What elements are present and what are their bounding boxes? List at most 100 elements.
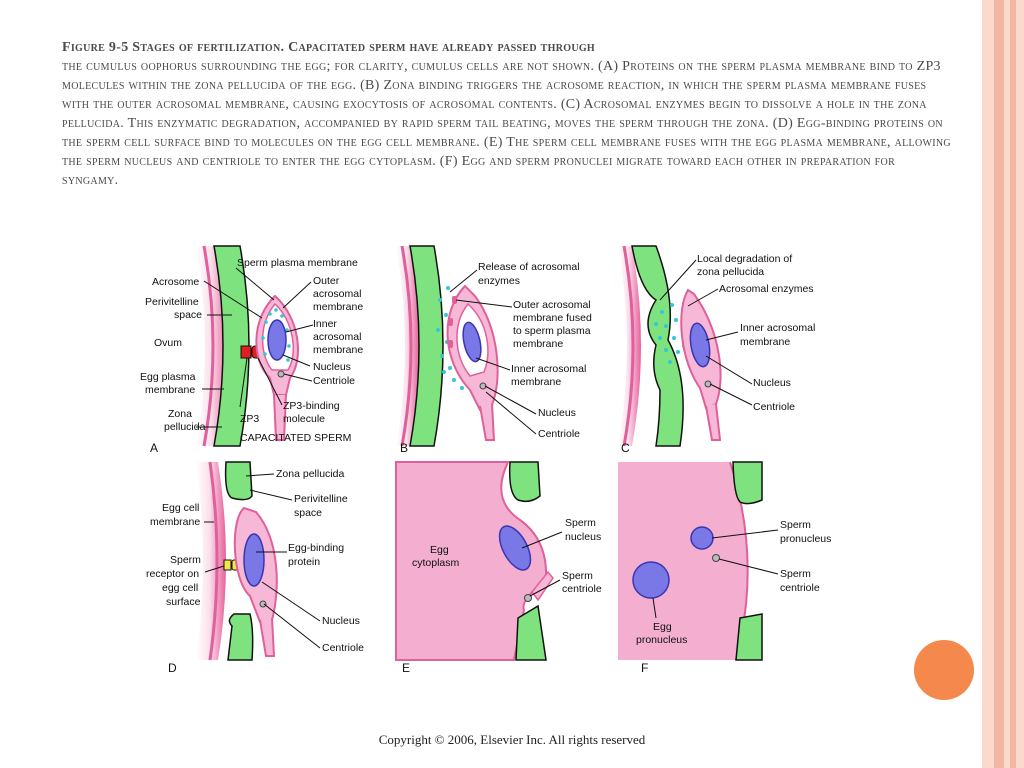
label-egg-cell-1: Egg cell <box>162 502 199 514</box>
label-enzymes: Acrosomal enzymes <box>719 283 814 295</box>
label-egg-binding-2: protein <box>288 556 320 568</box>
panel-a-zona <box>213 245 250 447</box>
label-receptor-3: egg cell <box>162 582 198 594</box>
label-receptor-1: Sperm <box>170 554 201 566</box>
label-centriole-d: Centriole <box>322 642 364 654</box>
panel-c-sperm <box>680 288 722 441</box>
panel-e-zona-top <box>508 461 541 503</box>
label-nucleus-d: Nucleus <box>322 615 360 627</box>
label-nucleus-c: Nucleus <box>753 377 791 389</box>
panel-letter-c: C <box>621 441 630 455</box>
panel-c-zona <box>631 245 684 447</box>
copyright-notice: Copyright © 2006, Elsevier Inc. All righ… <box>378 732 646 747</box>
label-zp3-binding-1: ZP3-binding <box>283 400 340 412</box>
label-capacitated-sperm: CAPACITATED SPERM <box>240 432 351 444</box>
label-centriole-b: Centriole <box>538 428 580 440</box>
label-sperm-pro-1: Sperm <box>780 519 811 531</box>
panel-f-cytoplasm <box>618 462 748 660</box>
panel-f-zona-bottom <box>735 613 763 661</box>
caption-title: Figure 9-5 Stages of fertilization. Capa… <box>62 40 595 55</box>
panel-b-sperm <box>446 284 499 441</box>
label-inner-3: membrane <box>313 344 363 356</box>
label-zp3-binding-2: molecule <box>283 413 325 425</box>
figure-caption: Figure 9-5 Stages of fertilization. Capa… <box>62 38 952 190</box>
panel-d: Zona pellucida Perivitelline space Egg c… <box>146 461 364 675</box>
panel-a-zp3 <box>240 345 252 359</box>
panel-letter-b: B <box>400 441 408 455</box>
panel-e: Egg cytoplasm Sperm nucleus Sperm centri… <box>395 461 602 675</box>
label-periv-d-2: space <box>294 507 322 519</box>
label-nucleus-b: Nucleus <box>538 407 576 419</box>
panel-e-sperm-centriole <box>524 594 532 602</box>
label-centriole-c: Centriole <box>753 401 795 413</box>
label-local-2: zona pellucida <box>697 266 764 278</box>
decor-stripe-inner <box>1010 0 1016 768</box>
panel-f: Sperm pronucleus Sperm centriole Egg pro… <box>618 461 831 675</box>
panel-a-sperm <box>255 294 299 441</box>
label-outer-fused-2: membrane fused <box>513 312 592 324</box>
decor-orange-circle <box>914 640 974 700</box>
caption-body: the cumulus oophorus surrounding the egg… <box>62 59 951 188</box>
label-egg-plasma-1: Egg plasma <box>140 371 196 383</box>
label-ovum: Ovum <box>154 337 182 349</box>
panel-d-sperm <box>233 506 278 657</box>
label-egg-cell-2: membrane <box>150 516 200 528</box>
label-inner-c-2: membrane <box>740 336 790 348</box>
label-nucleus-a: Nucleus <box>313 361 351 373</box>
panel-letter-e: E <box>402 661 410 675</box>
label-outer-3: membrane <box>313 301 363 313</box>
panel-letter-f: F <box>641 661 648 675</box>
label-inner-2: acrosomal <box>313 331 361 343</box>
label-receptor-2: receptor on <box>146 568 199 580</box>
label-local-1: Local degradation of <box>697 253 792 265</box>
panel-c: Local degradation of zona pellucida Acro… <box>618 245 815 455</box>
panel-d-zona-bottom <box>227 613 254 661</box>
panel-f-zona-top <box>732 461 763 505</box>
label-egg-binding-1: Egg-binding <box>288 542 344 554</box>
label-egg-e-2: cytoplasm <box>412 557 460 569</box>
panel-f-sperm-centriole <box>712 554 720 562</box>
label-inner-c-1: Inner acrosomal <box>740 322 815 334</box>
panel-a: Acrosome Perivitelline space Ovum Egg pl… <box>140 245 375 455</box>
label-inner-b-1: Inner acrosomal <box>511 363 586 375</box>
panel-b: Release of acrosomal enzymes Outer acros… <box>396 245 592 455</box>
panel-e-zona-bottom <box>515 604 547 661</box>
label-release-1: Release of acrosomal <box>478 261 580 273</box>
label-egg-pro-2: pronucleus <box>636 634 687 646</box>
label-inner-1: Inner <box>313 318 337 330</box>
decor-stripe-mid <box>994 0 1004 768</box>
label-outer-fused-3: to sperm plasma <box>513 325 591 337</box>
panel-f-sperm-pronucleus <box>690 526 714 550</box>
panel-letter-d: D <box>168 661 177 675</box>
label-sperm-cen-e-2: centriole <box>562 583 602 595</box>
label-acrosome: Acrosome <box>152 276 199 288</box>
label-zona-2: pellucida <box>164 421 206 433</box>
label-zona-d: Zona pellucida <box>276 468 344 480</box>
label-sperm-cen-e-1: Sperm <box>562 570 593 582</box>
label-outer-1: Outer <box>313 275 340 287</box>
label-sperm-pro-2: pronucleus <box>780 533 831 545</box>
panel-f-egg-pronucleus <box>632 561 670 599</box>
label-egg-e-1: Egg <box>430 544 449 556</box>
label-release-2: enzymes <box>478 275 520 287</box>
panel-letter-a: A <box>150 441 158 455</box>
label-zp3: ZP3 <box>240 413 259 425</box>
label-sperm-nuc-2: nucleus <box>565 531 601 543</box>
label-outer-2: acrosomal <box>313 288 361 300</box>
panel-d-egg-membrane <box>196 462 226 660</box>
label-sperm-cen-f-1: Sperm <box>780 568 811 580</box>
label-egg-pro-1: Egg <box>653 621 672 633</box>
panel-e-sperm-nucleus <box>498 525 532 571</box>
label-outer-fused-4: membrane <box>513 338 563 350</box>
panel-d-zona-top <box>224 461 253 501</box>
label-egg-plasma-2: membrane <box>145 384 195 396</box>
label-receptor-4: surface <box>166 596 201 608</box>
label-zona-1: Zona <box>168 408 192 420</box>
label-inner-b-2: membrane <box>511 376 561 388</box>
label-outer-fused-1: Outer acrosomal <box>513 299 591 311</box>
label-periv-d-1: Perivitelline <box>294 493 348 505</box>
label-sperm-plasma-membrane: Sperm plasma membrane <box>237 257 358 269</box>
label-sperm-cen-f-2: centriole <box>780 582 820 594</box>
label-sperm-nuc-1: Sperm <box>565 517 596 529</box>
